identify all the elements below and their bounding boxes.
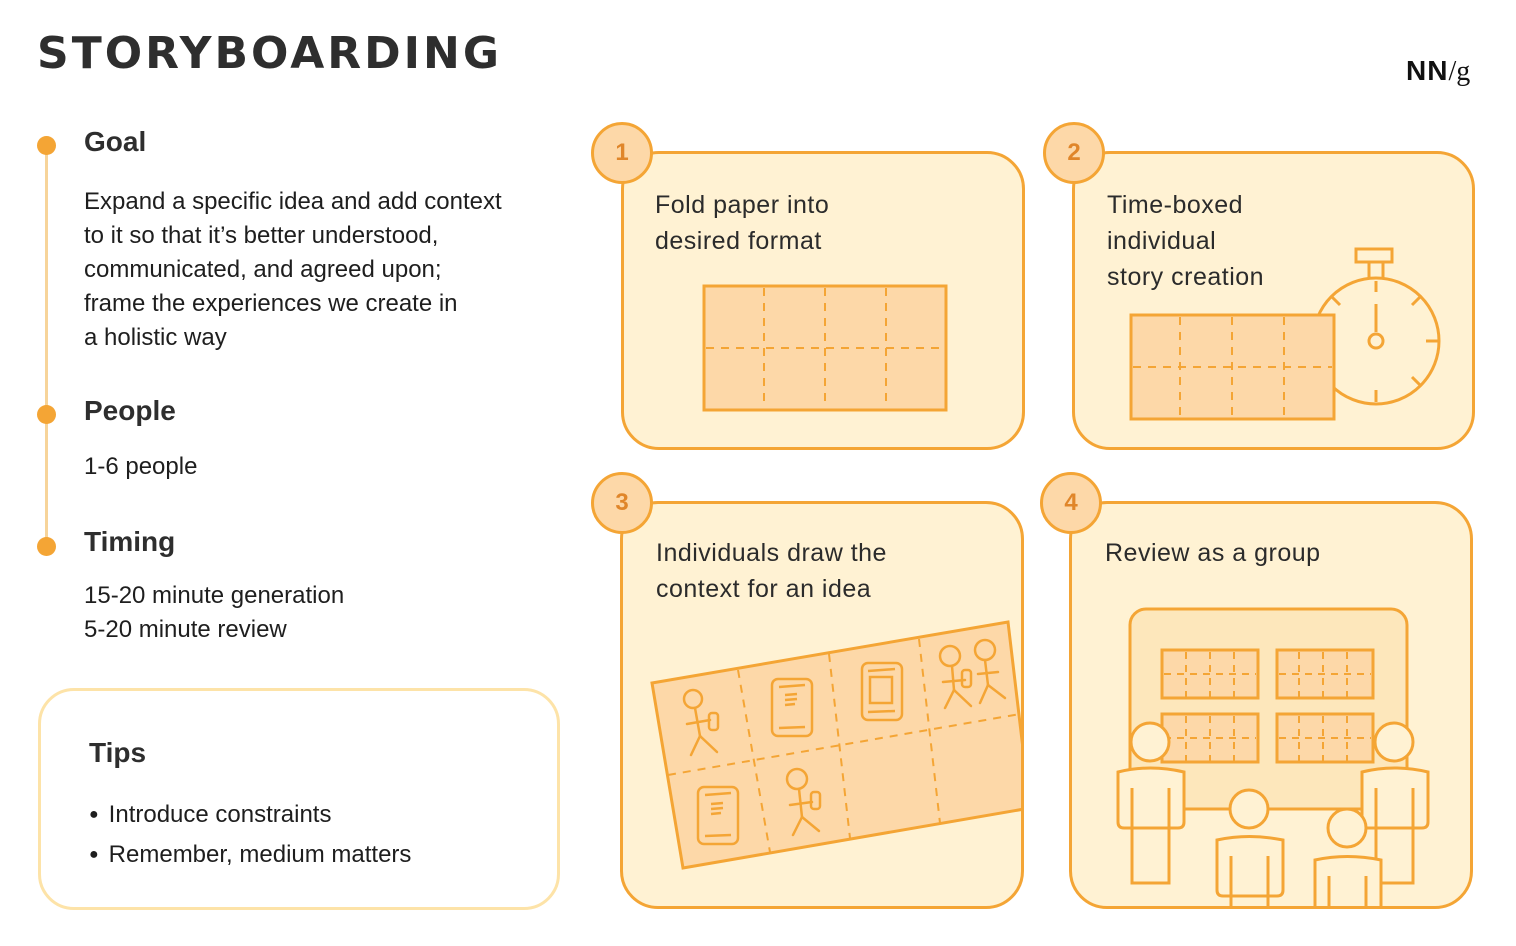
step-3-text: Individuals draw the context for an idea xyxy=(656,535,887,607)
step-4-line: Review as a group xyxy=(1105,539,1321,567)
tablet-icon xyxy=(860,661,904,722)
goal-line: communicated, and agreed upon; xyxy=(84,256,442,283)
step-2-line: individual xyxy=(1107,227,1217,255)
logo-rest: /g xyxy=(1448,56,1471,87)
step-2-line: Time-boxed xyxy=(1107,191,1244,219)
step-2-text: Time-boxed individual story creation xyxy=(1107,187,1264,295)
goal-line: a holistic way xyxy=(84,324,227,351)
stick-figure-icon xyxy=(682,688,720,757)
tips-title: Tips xyxy=(89,737,147,768)
step-4-text: Review as a group xyxy=(1105,535,1321,571)
two-stick-figures-icon xyxy=(938,638,1007,710)
timing-line: 15-20 minute generation xyxy=(84,582,345,609)
nng-logo: NN/g xyxy=(1406,55,1470,88)
people-line: 1-6 people xyxy=(84,453,198,480)
timeline-dot-people xyxy=(37,405,56,424)
person-icon xyxy=(1360,721,1430,885)
tip-item: Introduce constraints xyxy=(89,795,411,835)
timeline-dot-timing xyxy=(37,537,56,556)
section-heading-timing: Timing xyxy=(84,526,176,557)
timeline-line xyxy=(45,146,48,546)
step-3-line: Individuals draw the xyxy=(656,539,887,567)
section-body-people: 1-6 people xyxy=(84,450,197,484)
person-icon xyxy=(1116,721,1186,885)
person-icon xyxy=(1215,788,1285,906)
goal-line: frame the experiences we create in xyxy=(84,290,458,317)
step-2-line: story creation xyxy=(1107,263,1265,291)
step-1-line: desired format xyxy=(655,227,822,255)
page-title: STORYBOARDING xyxy=(37,28,502,79)
step-badge-3: 3 xyxy=(591,472,653,534)
step-1-line: Fold paper into xyxy=(655,191,830,219)
step-badge-4: 4 xyxy=(1040,472,1102,534)
section-body-timing: 15-20 minute generation 5-20 minute revi… xyxy=(84,579,344,647)
tips-list: Introduce constraints Remember, medium m… xyxy=(89,795,412,875)
timing-line: 5-20 minute review xyxy=(84,616,287,643)
step-3-line: context for an idea xyxy=(656,575,872,603)
tips-box: Tips Introduce constraints Remember, med… xyxy=(38,688,560,910)
section-body-goal: Expand a specific idea and add context t… xyxy=(84,185,502,355)
logo-bold: NN xyxy=(1406,55,1449,86)
tablet-icon xyxy=(770,677,814,738)
tip-item: Remember, medium matters xyxy=(89,835,412,875)
goal-line: to it so that it’s better understood, xyxy=(84,222,439,249)
goal-line: Expand a specific idea and add context xyxy=(84,188,502,215)
step-1-text: Fold paper into desired format xyxy=(655,187,829,259)
section-heading-people: People xyxy=(84,395,176,426)
section-heading-goal: Goal xyxy=(84,126,147,157)
stick-figure-icon xyxy=(785,767,822,837)
tablet-icon xyxy=(696,785,740,846)
step-badge-2: 2 xyxy=(1043,122,1105,184)
person-icon xyxy=(1313,807,1383,906)
timeline-dot-goal xyxy=(37,136,56,155)
step-badge-1: 1 xyxy=(591,122,653,184)
